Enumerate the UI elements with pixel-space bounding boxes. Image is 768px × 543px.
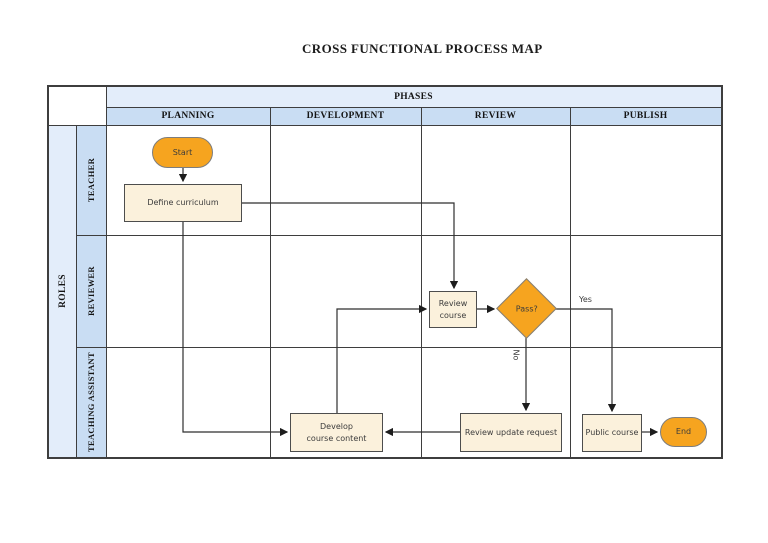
node-end: End [660,417,707,447]
phase-column-publish: PUBLISH [570,107,721,125]
node-label: Review course [438,299,468,320]
phase-label: PUBLISH [623,111,668,121]
node-label: Define curriculum [147,198,219,208]
grid-line [421,107,422,457]
edge-label-yes: Yes [579,295,592,304]
lane-label: TEACHING ASSISTANT [86,352,96,452]
roles-header-cell: ROLES [49,125,76,457]
node-label: Public course [585,428,639,438]
phase-label: PLANNING [161,111,215,121]
phases-header-cell: PHASES [106,87,721,107]
phase-column-development: DEVELOPMENT [270,107,421,125]
lane-label: REVIEWER [86,266,97,316]
phase-column-review: REVIEW [421,107,570,125]
grid-line [106,87,107,457]
node-review-update-request: Review update request [460,413,562,452]
phase-column-planning: PLANNING [106,107,270,125]
node-define-curriculum: Define curriculum [124,184,242,222]
lane-teaching-assistant: TEACHING ASSISTANT [76,347,106,457]
lane-teacher: TEACHER [76,125,106,235]
grid-line [570,107,571,457]
node-review-course: Review course [429,291,477,328]
phase-label: DEVELOPMENT [306,111,385,121]
node-label: Develop course content [306,422,367,443]
swimlane-grid: PHASES PLANNING DEVELOPMENT REVIEW PUBLI… [47,85,723,459]
grid-line [106,107,721,108]
node-start: Start [152,137,213,168]
grid-line [76,125,77,457]
node-label: Start [172,147,193,157]
grid-line [49,125,721,126]
lane-reviewer: REVIEWER [76,235,106,347]
grid-line [76,235,721,236]
roles-header-label: ROLES [57,274,68,308]
node-label: Pass? [515,303,538,313]
node-label: End [675,427,692,437]
grid-line [270,107,271,457]
lane-label: TEACHER [86,157,97,203]
page-title: CROSS FUNCTIONAL PROCESS MAP [302,41,543,56]
phases-header-label: PHASES [394,92,433,102]
node-public-course: Public course [582,414,642,452]
grid-line [76,347,721,348]
node-develop-course-content: Develop course content [290,413,383,452]
phase-label: REVIEW [474,111,517,121]
edge-label-no: No [511,349,521,361]
node-label: Review update request [464,427,558,437]
